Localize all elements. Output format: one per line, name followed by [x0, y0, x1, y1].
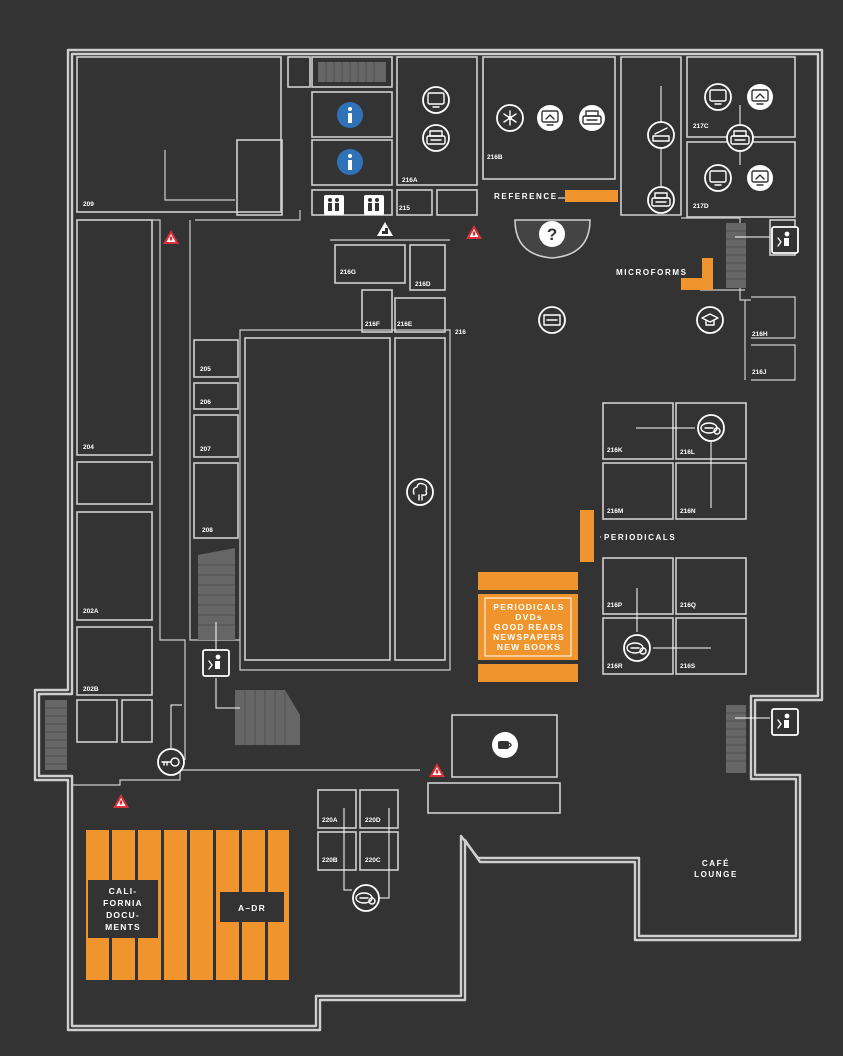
- collection-sign: [478, 594, 578, 660]
- graduation-icon: [696, 306, 724, 334]
- key-icon: [157, 748, 185, 776]
- room-label: 220C: [365, 857, 381, 864]
- computer-icon: [704, 83, 732, 111]
- printer-icon: [726, 124, 754, 152]
- printer-icon: [579, 105, 605, 131]
- room-label: 207: [200, 446, 211, 453]
- room-label: 216D: [415, 281, 431, 288]
- periodicals-label: PERIODICALS: [604, 533, 676, 542]
- information-icon: [337, 102, 363, 128]
- printer-icon: [422, 124, 450, 152]
- room-label: 204: [83, 444, 94, 451]
- stairs-top: [318, 62, 386, 82]
- california-docs-line4: MENTS: [105, 922, 141, 932]
- scanner-icon: [647, 121, 675, 149]
- stairs-left: [45, 700, 67, 770]
- room-label: 220B: [322, 857, 338, 864]
- cafe-icon: [492, 732, 518, 758]
- reference-shelf: [565, 190, 618, 202]
- room-label: 216B: [487, 154, 503, 161]
- room-label: 205: [200, 366, 211, 373]
- room-label: 216L: [680, 449, 695, 456]
- california-docs-line3: DOCU-: [106, 910, 140, 920]
- room-label: 216A: [402, 177, 418, 184]
- elevator-icon: [202, 649, 230, 677]
- room-label: 216P: [607, 602, 623, 609]
- reference-label: REFERENCE: [494, 192, 558, 201]
- room-label: 217C: [693, 123, 709, 130]
- group-study-icon: [352, 884, 380, 912]
- room-label: 208: [202, 527, 213, 534]
- stairs-right-top: [726, 223, 746, 288]
- california-documents-stacks: [86, 830, 289, 980]
- room-label: 216K: [607, 447, 623, 454]
- computer-icon: [422, 86, 450, 114]
- room-label: 216N: [680, 508, 696, 515]
- sign-newspapers: NEWSPAPERS: [493, 632, 565, 642]
- room-label: 216E: [397, 321, 413, 328]
- sign-good-reads: GOOD READS: [494, 622, 564, 632]
- group-study-icon: [697, 414, 725, 442]
- room-label: 216: [455, 329, 466, 336]
- room-label: 220D: [365, 817, 381, 824]
- elevator-icon: [771, 226, 799, 254]
- computer-icon: [537, 105, 563, 131]
- restroom-icon: [364, 195, 384, 215]
- room-label: 209: [83, 201, 94, 208]
- hazard-icon: [429, 763, 445, 777]
- group-study-icon: [623, 634, 651, 662]
- room-label: 215: [399, 205, 410, 212]
- room-label: 216F: [365, 321, 380, 328]
- network-icon: [496, 104, 524, 132]
- room-label: 220A: [322, 817, 338, 824]
- periodicals-shelf: [580, 510, 594, 562]
- elevator-icon: [771, 708, 799, 736]
- room-label: 216M: [607, 508, 623, 515]
- svg-text:?: ?: [547, 225, 557, 244]
- computer-icon: [704, 164, 732, 192]
- room-label: 216R: [607, 663, 623, 670]
- stairs-right-bottom: [726, 705, 746, 773]
- hazard-icon: [163, 230, 179, 244]
- room-label: 202B: [83, 686, 99, 693]
- computer-icon: [747, 84, 773, 110]
- hazard-icon: [113, 794, 129, 808]
- hazard-icon: [466, 225, 482, 239]
- information-icon: [337, 149, 363, 175]
- room-label: 216J: [752, 369, 767, 376]
- room-label: 217D: [693, 203, 709, 210]
- stairs-center: [198, 548, 300, 745]
- tree-icon: [406, 478, 434, 506]
- room-label: 216Q: [680, 602, 696, 609]
- sign-new-books: NEW BOOKS: [497, 642, 561, 652]
- microforms-shelf: [681, 258, 713, 290]
- room-label: 216G: [340, 269, 356, 276]
- computer-icon: [747, 165, 773, 191]
- stairs-icon: [377, 222, 393, 236]
- lounge-label: LOUNGE: [694, 870, 738, 879]
- california-docs-line2: FORNIA: [103, 898, 143, 908]
- microfilm-reader-icon: [538, 306, 566, 334]
- sign-dvds: DVDs: [515, 612, 542, 622]
- restroom-icon: [324, 195, 344, 215]
- help-desk-icon: ?: [539, 221, 565, 247]
- california-docs-line1: CALI-: [109, 886, 138, 896]
- sign-periodicals: PERIODICALS: [493, 602, 564, 612]
- room-label: 216S: [680, 663, 696, 670]
- stacks-range-label: A–DR: [238, 903, 266, 913]
- cafe-label: CAFÉ: [702, 859, 730, 868]
- room-label: 202A: [83, 608, 99, 615]
- room-label: 216H: [752, 331, 768, 338]
- microforms-label: MICROFORMS: [616, 268, 688, 277]
- printer-icon: [647, 186, 675, 214]
- room-label: 206: [200, 399, 211, 406]
